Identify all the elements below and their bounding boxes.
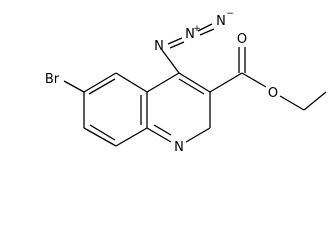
bond [167, 37, 183, 45]
atom-label-ester-oxygen: O [268, 86, 278, 101]
bond [303, 91, 327, 111]
atom-label-bromine: Br [45, 72, 60, 87]
charge-plus: + [193, 24, 201, 34]
charge-minus: − [226, 9, 234, 19]
bond-inner [153, 124, 172, 136]
bond [115, 72, 148, 93]
bond [146, 72, 180, 93]
bond [197, 23, 213, 32]
atom-label-azide-n1: N [154, 39, 164, 54]
bond [83, 72, 117, 93]
bond [241, 72, 267, 88]
atom-label-ring-nitrogen: N [174, 140, 184, 155]
bond [161, 49, 180, 74]
bond [199, 28, 215, 36]
bond [146, 127, 172, 143]
bond [63, 80, 85, 93]
bond [115, 127, 148, 147]
molecule-drawing: N N + N − Br O O N [45, 9, 327, 155]
bond-inner [178, 78, 205, 95]
bond-inner [89, 124, 116, 141]
bonds [63, 23, 327, 147]
bond [185, 127, 211, 143]
bond [83, 127, 117, 147]
bond-inner [88, 78, 116, 95]
atom-label-azide-n3: N [216, 14, 226, 29]
atom-label-azide-n2: N [185, 27, 195, 42]
bond [209, 72, 243, 93]
structure-diagram: N N + N − Br O O N [45, 9, 327, 155]
bond [279, 95, 305, 111]
atom-label-carbonyl-oxygen: O [237, 32, 247, 47]
atom-labels: N N + N − Br O O N [45, 9, 278, 155]
bond [178, 72, 211, 93]
bond [169, 41, 185, 49]
